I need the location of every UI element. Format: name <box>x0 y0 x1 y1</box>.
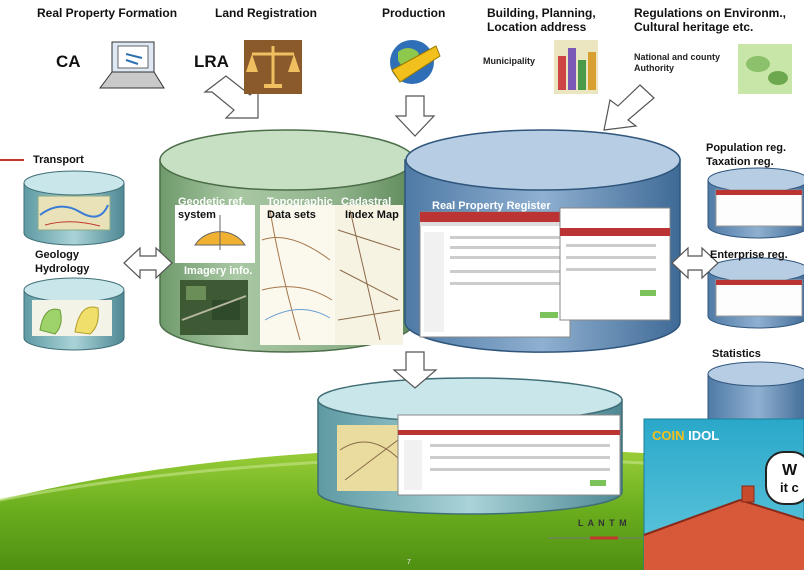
transport-cylinder <box>23 170 125 246</box>
arrow-down-left <box>203 75 259 119</box>
landscape-icon <box>738 44 792 94</box>
coinidol-ad <box>643 418 804 570</box>
bottom-screen <box>397 414 621 496</box>
label-geodetic-1: Geodetic ref. <box>178 196 246 208</box>
header-production: Production <box>382 6 446 20</box>
arrow-right-double <box>671 246 719 280</box>
ad-bubble-line2: it c <box>780 480 799 495</box>
label-taxation: Taxation reg. <box>706 156 774 168</box>
page-number: 7 <box>407 559 411 566</box>
header-location: Location address <box>487 20 587 34</box>
mortgage-screen <box>559 207 671 321</box>
ad-bubble-line1: W <box>782 462 798 479</box>
arrow-left-double <box>123 246 173 280</box>
label-municipality: Municipality <box>483 56 536 66</box>
label-real-property-register: Real Property Register <box>432 200 551 212</box>
geodetic-graphic <box>175 205 255 263</box>
label-transport: Transport <box>33 154 84 166</box>
header-real-property-formation: Real Property Formation <box>37 6 178 20</box>
geology-cylinder <box>23 277 125 351</box>
header-building: Building, Planning, <box>487 6 596 20</box>
label-authority: Authority <box>634 63 674 73</box>
label-lra: LRA <box>194 52 229 71</box>
coinidol-idol: IDOL <box>688 428 720 443</box>
label-topographic-2: Data sets <box>267 209 316 221</box>
real-property-register-screen <box>419 211 571 338</box>
label-ca: CA <box>56 52 81 71</box>
label-topographic-1: Topographic <box>267 196 333 208</box>
label-geodetic-2: system <box>178 209 216 221</box>
header-regulations: Regulations on Environm., <box>634 6 787 20</box>
city-icon <box>554 40 598 94</box>
header-land-registration: Land Registration <box>215 6 318 20</box>
bottom-map <box>337 425 403 491</box>
label-cadastral-2: Index Map <box>345 209 399 221</box>
header-heritage: Cultural heritage etc. <box>634 20 754 34</box>
arrow-down-right <box>603 84 655 131</box>
enterprise-cylinder <box>707 257 804 329</box>
label-statistics: Statistics <box>712 348 761 360</box>
arrow-down-center <box>394 95 436 137</box>
imagery-graphic <box>180 280 248 335</box>
coinidol-c: C <box>652 428 662 443</box>
arrow-down-bottom <box>392 351 438 389</box>
label-mortgage: Mortgage cert. reg. <box>565 214 656 225</box>
laptop-icon <box>99 41 165 89</box>
label-population: Population reg. <box>706 142 787 154</box>
label-geology: Geology <box>35 249 80 261</box>
scales-icon <box>244 40 302 94</box>
coinidol-oin: OIN <box>661 428 685 443</box>
label-cadastral-1: Cadastral <box>341 196 392 208</box>
label-imagery: Imagery info. <box>184 265 253 277</box>
coinidol-logo[interactable]: COIN IDOL <box>652 428 719 443</box>
population-cylinder <box>707 167 804 239</box>
topographic-map <box>260 205 335 345</box>
label-enterprise: Enterprise reg. <box>710 249 788 261</box>
lantmateriet-logo-text: L A N T M <box>578 518 628 528</box>
cadastral-map <box>335 205 403 345</box>
label-national: National and county <box>634 52 721 62</box>
label-hydrology: Hydrology <box>35 263 90 275</box>
globe-icon <box>390 40 441 84</box>
